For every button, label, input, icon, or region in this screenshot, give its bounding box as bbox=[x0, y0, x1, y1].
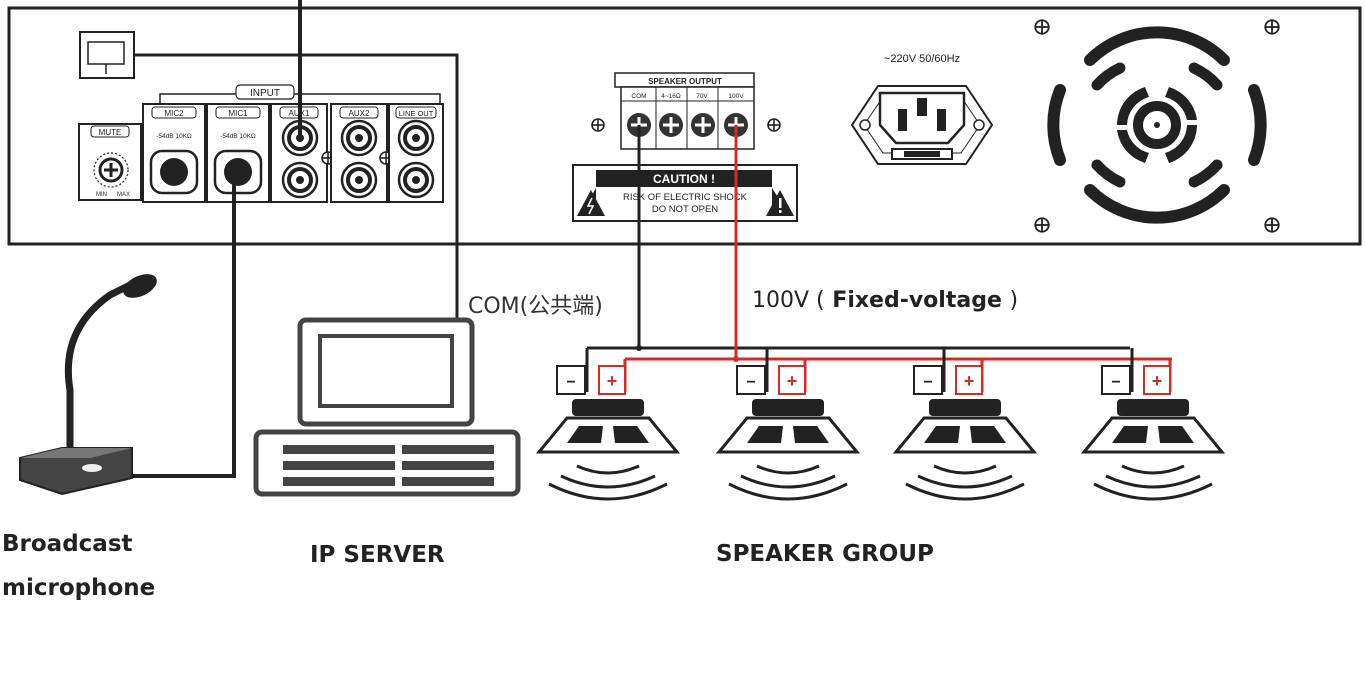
speaker-minus-symbol: − bbox=[566, 374, 575, 391]
caution-line1: RISK OF ELECTRIC SHOCK bbox=[623, 192, 748, 203]
terminal-com-label: COM bbox=[631, 93, 646, 100]
speaker-plus-symbol: + bbox=[1152, 371, 1163, 391]
power-inlet: ~220V 50/60Hz bbox=[850, 53, 994, 165]
speaker-minus-symbol: − bbox=[746, 374, 755, 391]
mic1-label: MIC1 bbox=[228, 109, 248, 118]
caution-label: CAUTION ! RISK OF ELECTRIC SHOCK DO NOT … bbox=[572, 164, 798, 222]
mute-knob: MUTE MIN MAX bbox=[78, 123, 142, 201]
microphone-caption-line1: Broadcast bbox=[2, 531, 133, 557]
voltage-suffix: ) bbox=[1009, 288, 1019, 313]
power-switch bbox=[79, 31, 135, 79]
input-label: INPUT bbox=[250, 88, 280, 99]
fan-grille bbox=[1047, 26, 1267, 224]
voltage-prefix: 100V ( bbox=[752, 288, 825, 313]
speaker-3: −+ bbox=[892, 348, 1038, 501]
speaker-4: −+ bbox=[1080, 348, 1226, 501]
aux2-jacks: AUX2 bbox=[330, 103, 388, 203]
voltage-wire-label: 100V ( Fixed-voltage ) bbox=[752, 288, 1018, 313]
mute-label: MUTE bbox=[99, 128, 122, 137]
caution-line2: DO NOT OPEN bbox=[652, 204, 718, 215]
caution-title: CAUTION ! bbox=[653, 172, 715, 186]
speaker-minus-symbol: − bbox=[923, 374, 932, 391]
mute-max-label: MAX bbox=[117, 192, 130, 198]
mic2-jack: MIC2 -54dB 10KΩ bbox=[142, 103, 206, 203]
mic2-spec: -54dB 10KΩ bbox=[156, 133, 192, 140]
power-label: ~220V 50/60Hz bbox=[884, 53, 960, 65]
microphone-caption-line2: microphone bbox=[2, 575, 156, 601]
mic1-spec: -54dB 10KΩ bbox=[220, 133, 256, 140]
mute-min-label: MIN bbox=[96, 192, 107, 198]
speaker-group-caption: SPEAKER GROUP bbox=[716, 541, 934, 567]
terminal-100v-label: 100V bbox=[728, 93, 744, 100]
speaker-group-drawing: −+−+−+−+ bbox=[535, 348, 1226, 501]
terminal-70v-label: 70V bbox=[696, 93, 708, 100]
speaker-output-terminal: SPEAKER OUTPUT COM 4~16Ω 70V 100V bbox=[614, 72, 755, 150]
aux2-label: AUX2 bbox=[349, 109, 370, 118]
broadcast-microphone bbox=[19, 274, 157, 496]
com-wire-label: COM(公共端) bbox=[468, 294, 603, 319]
speaker-2: −+ bbox=[715, 348, 861, 501]
mic2-label: MIC2 bbox=[164, 109, 184, 118]
terminal-screws bbox=[627, 113, 748, 137]
wires bbox=[130, 0, 1172, 478]
ip-server-drawing bbox=[253, 317, 521, 497]
amplifier-rear-panel: INPUT MUTE MIN MAX MIC2 -54dB 10KΩ bbox=[7, 6, 1362, 246]
line-out-label: LINE OUT bbox=[399, 109, 434, 118]
speaker-1: −+ bbox=[535, 348, 681, 501]
voltage-bold: Fixed-voltage bbox=[824, 288, 1010, 313]
terminal-ohm-label: 4~16Ω bbox=[661, 93, 681, 100]
mic1-jack: MIC1 -54dB 10KΩ bbox=[206, 103, 270, 203]
speaker-minus-symbol: − bbox=[1111, 374, 1120, 391]
speaker-plus-symbol: + bbox=[964, 371, 975, 391]
server-caption: IP SERVER bbox=[310, 542, 445, 568]
speaker-plus-symbol: + bbox=[607, 371, 618, 391]
line-out-jacks: LINE OUT bbox=[388, 103, 444, 203]
speaker-plus-symbol: + bbox=[787, 371, 798, 391]
microphone-caption: Broadcast microphone bbox=[2, 522, 222, 610]
speaker-output-label: SPEAKER OUTPUT bbox=[648, 77, 722, 86]
